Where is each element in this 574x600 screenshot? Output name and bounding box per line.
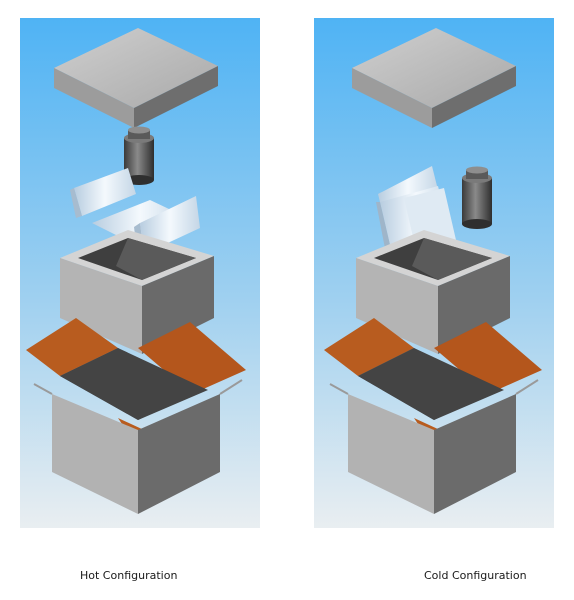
cold-configuration-illustration [314,18,554,528]
outer-shipping-box [324,318,542,514]
foam-cooler [356,230,510,354]
gel-pack-left [70,168,136,218]
hot-configuration-panel [20,18,260,528]
outer-shipping-box [26,318,246,514]
hot-configuration-illustration [20,18,260,528]
foam-lid [54,28,218,128]
hot-configuration-caption: Hot Configuration [80,569,178,582]
cold-configuration-panel [314,18,554,528]
product-container [462,166,492,229]
foam-cooler [60,230,214,354]
cold-configuration-caption: Cold Configuration [424,569,527,582]
foam-lid [352,28,516,128]
